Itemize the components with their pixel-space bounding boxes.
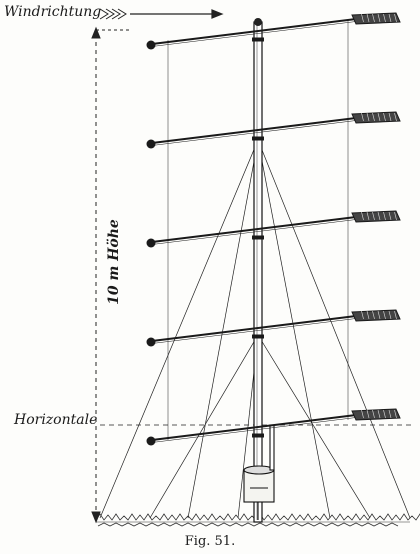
height-measure: [91, 26, 130, 524]
vane-arm-5: [146, 12, 401, 50]
guy-wires: [99, 20, 411, 519]
vane-arm-1: [146, 408, 401, 446]
vane-plate: [351, 408, 401, 421]
counterweight-ball: [146, 436, 156, 446]
recorder-box: [243, 424, 275, 520]
counterweight-ball: [146, 40, 156, 50]
horizontal-label: Horizontale: [14, 412, 98, 428]
vane-plate: [351, 12, 401, 25]
vane-arm-4: [146, 111, 401, 149]
figure-caption: Fig. 51.: [184, 534, 236, 549]
height-label: 10 m Höhe: [106, 219, 122, 305]
wind-direction-label: Windrichtung: [4, 4, 102, 20]
vane-plate: [351, 309, 401, 322]
counterweight-ball: [146, 139, 156, 149]
vane-arm-2: [146, 309, 401, 347]
vane-plate: [351, 210, 401, 223]
mast: [253, 18, 263, 523]
vane-plate: [351, 111, 401, 124]
counterweight-ball: [146, 238, 156, 248]
vanes: [146, 12, 401, 446]
vane-arm-3: [146, 210, 401, 248]
counterweight-ball: [146, 337, 156, 347]
wind-arrow: [99, 8, 224, 20]
